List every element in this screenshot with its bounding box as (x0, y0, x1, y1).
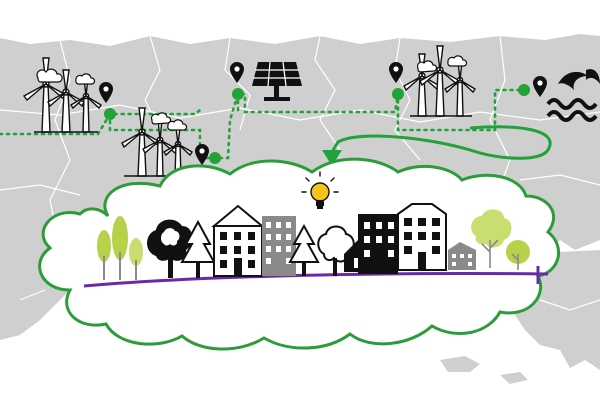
map-land-island (440, 356, 480, 372)
wind-turbines-right (403, 45, 476, 117)
map-pin-icon (195, 144, 209, 165)
connection-dots (104, 84, 530, 164)
cloud-icon (75, 73, 96, 85)
small-pine-tree (288, 223, 320, 276)
location-pins (99, 62, 547, 165)
black-tree (147, 219, 193, 278)
cloud-icon (36, 68, 63, 83)
light-bulb-icon (301, 171, 339, 209)
wind-turbine-icon (419, 45, 461, 117)
connection-dot (232, 88, 244, 100)
cloud-icon (416, 60, 438, 73)
cloud-icon (150, 112, 172, 125)
wind-turbine-icon (70, 77, 102, 133)
map-pin-icon (533, 76, 547, 97)
town (97, 203, 530, 280)
water-waves-icon (546, 69, 600, 122)
wind-turbines-middle (121, 107, 193, 177)
lime-trees-group (97, 216, 143, 280)
solar-panel-icon (252, 61, 302, 101)
white-apartment-block (397, 203, 447, 271)
pine-tree (180, 219, 216, 278)
hydro-waves (546, 69, 600, 122)
map-land-island-2 (500, 372, 528, 384)
connection-dot (209, 152, 221, 164)
flow-arrow-head (322, 150, 342, 166)
map-pin-icon (389, 62, 403, 83)
connection-dot (104, 108, 116, 120)
small-grey-building (448, 242, 476, 270)
solar-panel (252, 61, 302, 101)
connection-dot (392, 88, 404, 100)
flow-arrow-curve (330, 125, 552, 160)
apartment-house (211, 204, 265, 277)
cloud-icon (447, 55, 468, 67)
black-tower-block (358, 214, 398, 274)
grey-office-building (262, 216, 296, 276)
wind-turbines-left (22, 57, 102, 133)
lime-trees-right (471, 209, 530, 270)
town-ground-line (83, 272, 549, 288)
round-tree (317, 225, 355, 276)
cloud-icon (167, 119, 188, 131)
connection-dot (518, 84, 530, 96)
connector-main (0, 88, 526, 160)
map-pin-icon (230, 62, 244, 83)
map-pin-icon (99, 82, 113, 103)
